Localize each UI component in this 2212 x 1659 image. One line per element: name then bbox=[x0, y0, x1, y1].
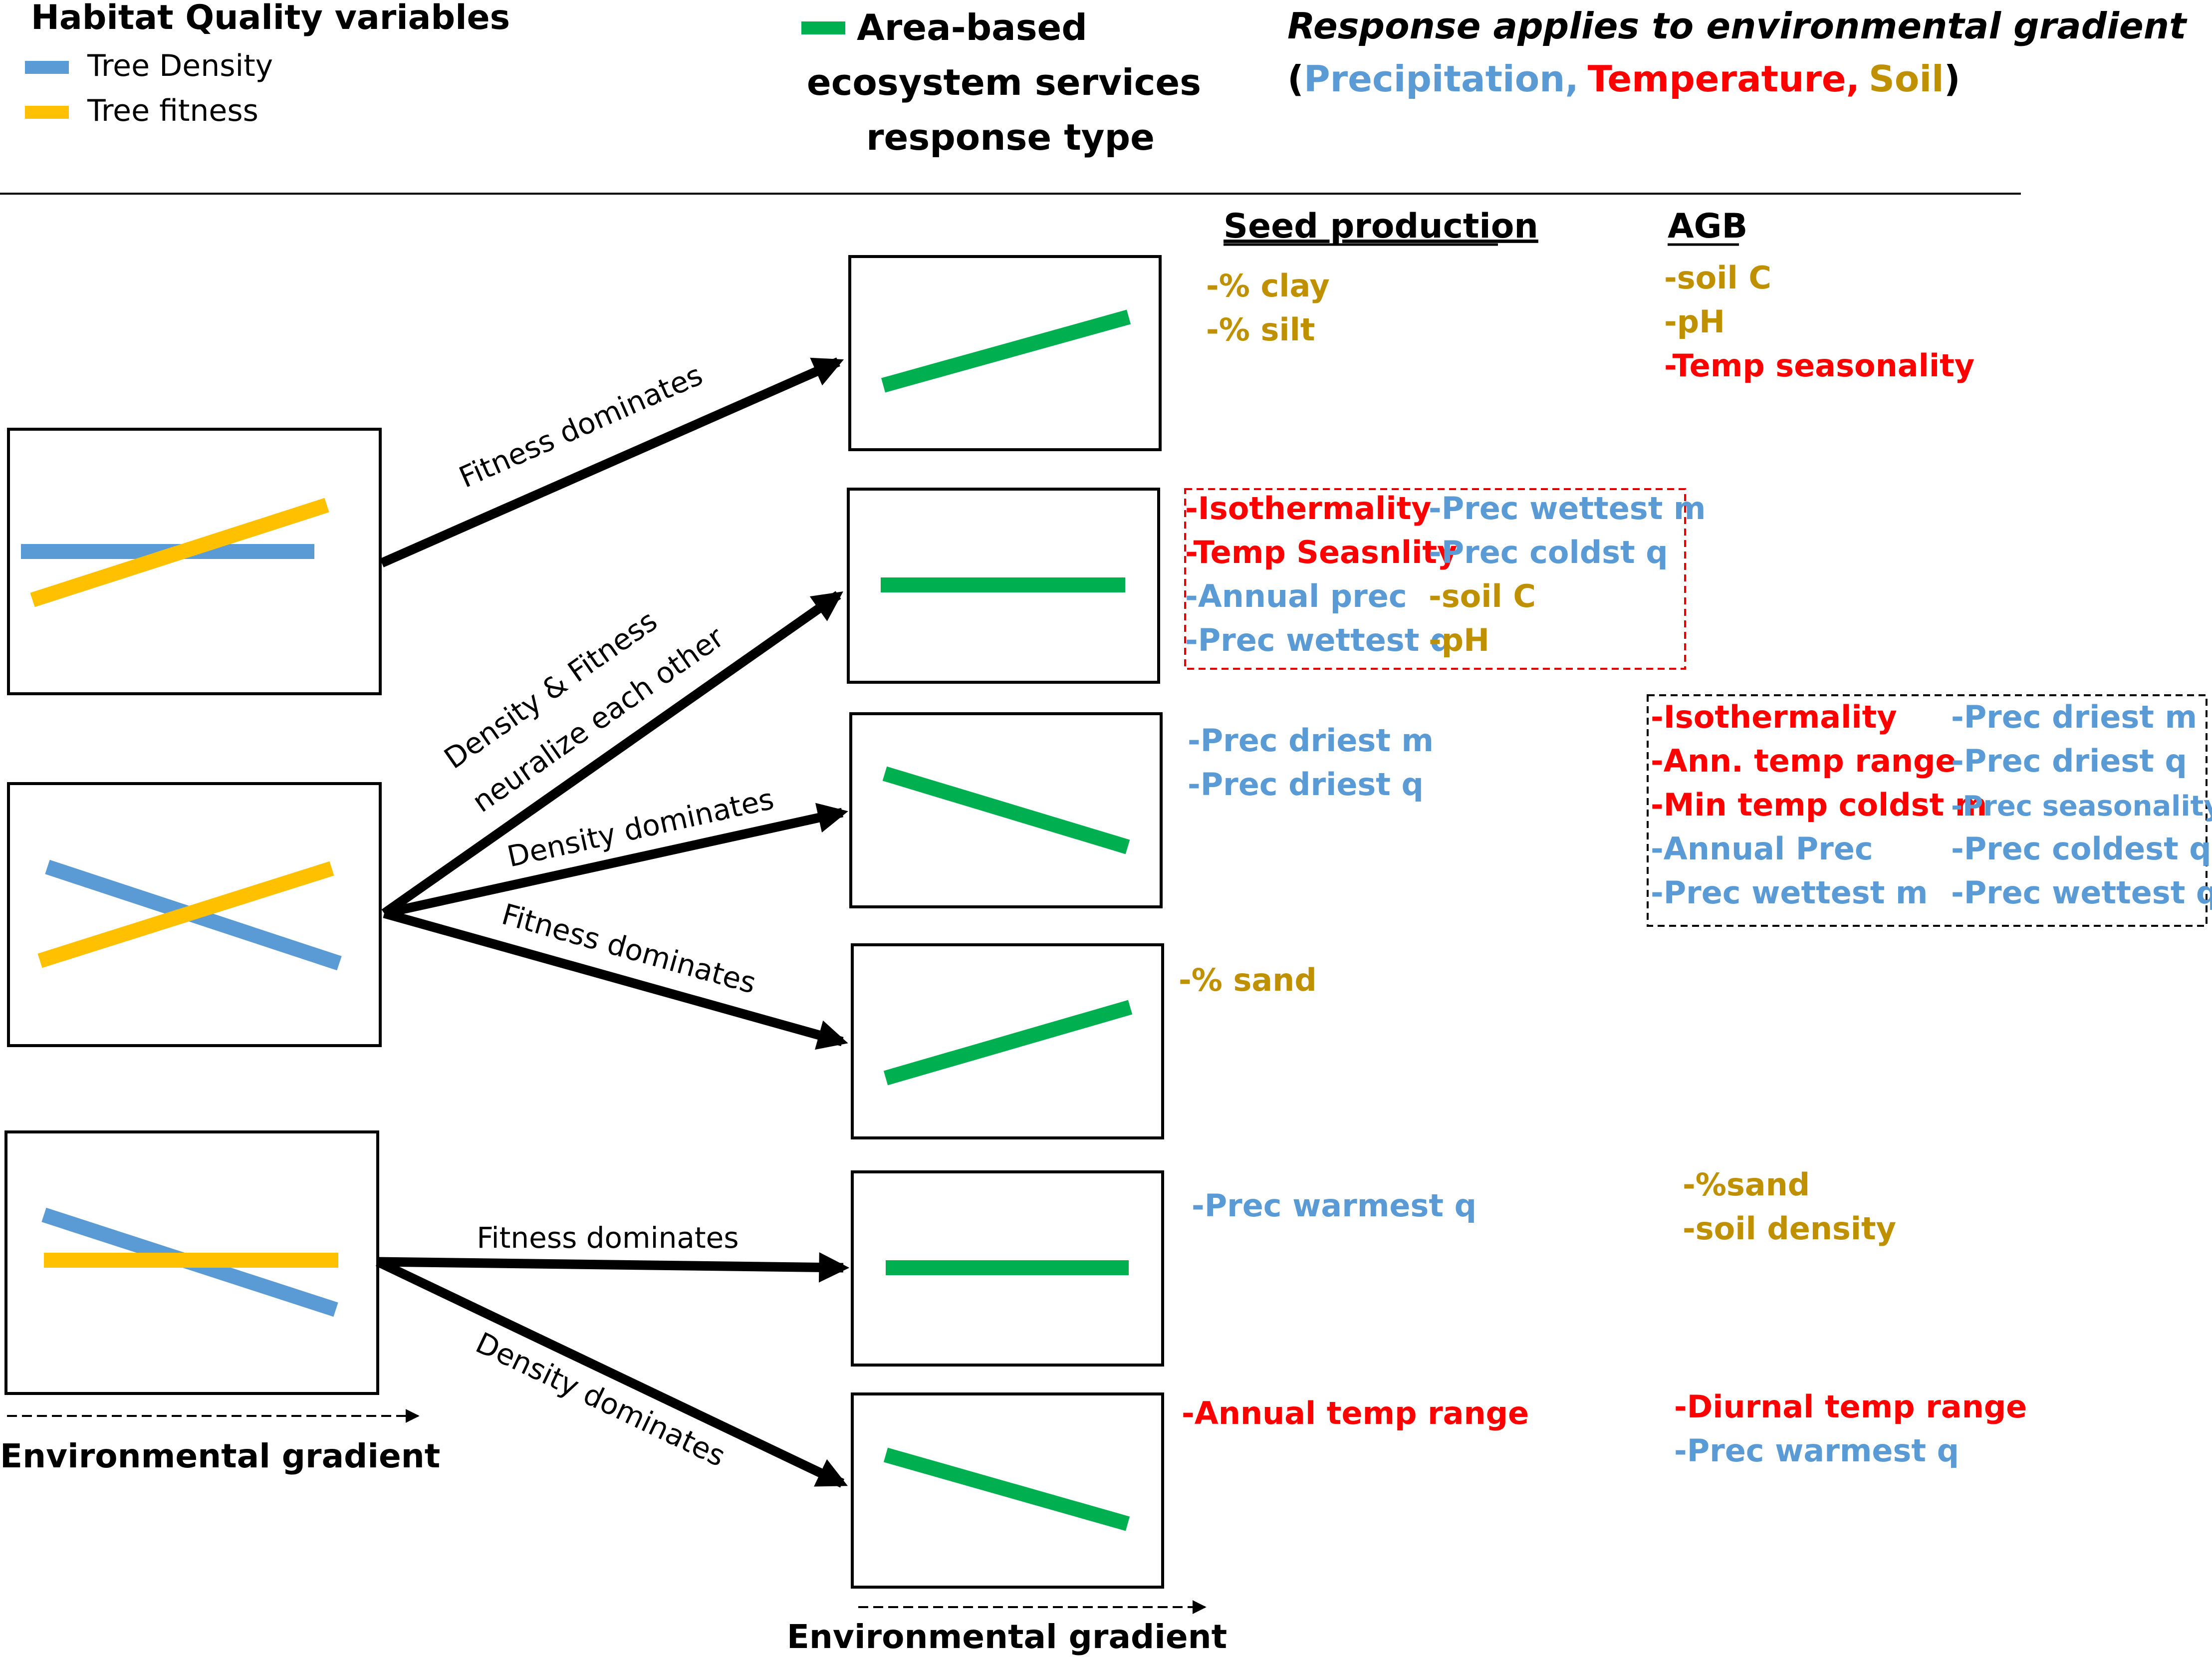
fitness-line bbox=[30, 498, 329, 607]
fitness-line bbox=[37, 861, 334, 968]
arrow-fitness-dominates-2: Fitness dominates bbox=[383, 897, 848, 1050]
agb-r3-item: -Min temp coldst m bbox=[1651, 787, 1987, 823]
left-gradient-label: Environmental gradient bbox=[0, 1437, 440, 1475]
soil-label: Soil bbox=[1869, 58, 1944, 100]
gradient-legend-title: Response applies to environmental gradie… bbox=[1287, 5, 2188, 47]
seed-r5-item: -Prec warmest q bbox=[1192, 1187, 1476, 1224]
temperature-label: Temperature, bbox=[1588, 58, 1860, 100]
seed-r2-item: -Temp Seasnlity bbox=[1185, 534, 1457, 570]
habitat-legend-title: Habitat Quality variables bbox=[31, 0, 510, 37]
habitat-box-1 bbox=[7, 428, 382, 695]
seed-r2-item: -Prec wettest m bbox=[1429, 490, 1706, 527]
agb-r6-item: -Prec warmest q bbox=[1674, 1432, 1959, 1469]
agb-r3-item: -Annual Prec bbox=[1651, 830, 1873, 867]
agb-r3-item: -Prec driest m bbox=[1951, 699, 2197, 735]
gradient-legend: Response applies to environmental gradie… bbox=[1287, 5, 2188, 100]
seed-production-header: Seed production bbox=[1224, 207, 1538, 246]
agb-r5-item: -%sand bbox=[1683, 1166, 1810, 1203]
tree-density-label: Tree Density bbox=[87, 48, 273, 83]
tree-fitness-swatch bbox=[25, 106, 69, 119]
habitat-box-2 bbox=[7, 782, 382, 1047]
seed-r4-item: -% sand bbox=[1179, 962, 1317, 998]
paren-open: ( bbox=[1287, 58, 1304, 100]
ecosystem-legend-line1: Area-based bbox=[857, 6, 1087, 48]
seed-r2-item: -Prec wettest q bbox=[1185, 622, 1452, 658]
paren-close: ) bbox=[1944, 58, 1961, 100]
agb-r3-item: -Prec wettest m bbox=[1651, 874, 1928, 911]
precipitation-label: Precipitation, bbox=[1304, 58, 1579, 100]
ecosystem-legend-line2: ecosystem services bbox=[807, 61, 1201, 103]
response-box-5 bbox=[851, 1170, 1164, 1367]
agb-r3-item: -Isothermality bbox=[1651, 699, 1897, 735]
tree-density-swatch bbox=[25, 61, 69, 74]
arrow-fitness-dominates-3: Fitness dominates bbox=[377, 1221, 850, 1283]
seed-r2-item: -Isothermality bbox=[1185, 490, 1432, 527]
svg-text:Fitness dominates: Fitness dominates bbox=[477, 1221, 738, 1255]
arrow-density-dominates-2: Density dominates bbox=[375, 1257, 848, 1488]
seed-r1-item: -% silt bbox=[1206, 311, 1315, 348]
ecosystem-legend-line3: response type bbox=[866, 116, 1155, 158]
seed-r2-item: -Prec coldst q bbox=[1429, 534, 1668, 570]
seed-r6-item: -Annual temp range bbox=[1182, 1395, 1529, 1431]
agb-r1-item: -soil C bbox=[1664, 260, 1771, 296]
agb-r1-item: -pH bbox=[1664, 303, 1725, 340]
response-box-3 bbox=[849, 712, 1163, 908]
gradient-legend-categories: (Precipitation,Temperature,Soil) bbox=[1287, 58, 1961, 100]
seed-r2-item: -Annual prec bbox=[1185, 578, 1407, 614]
agb-r3-item: -Prec seasonality bbox=[1951, 790, 2212, 823]
agb-r3-item: -Prec coldest q bbox=[1951, 830, 2212, 867]
bottom-gradient-label: Environmental gradient bbox=[787, 1618, 1227, 1656]
ecosystem-line bbox=[881, 309, 1131, 393]
habitat-legend: Habitat Quality variables Tree Density T… bbox=[25, 0, 510, 128]
ecosystem-legend: Area-based ecosystem services response t… bbox=[801, 6, 1201, 158]
response-box-4 bbox=[851, 943, 1164, 1139]
svg-text:Density dominates: Density dominates bbox=[471, 1326, 731, 1473]
ecosystem-line bbox=[883, 1447, 1130, 1531]
seed-r3-item: -Prec driest m bbox=[1188, 722, 1434, 759]
agb-r5-item: -soil density bbox=[1683, 1210, 1896, 1247]
agb-r3-item: -Prec driest q bbox=[1951, 743, 2187, 779]
habitat-box-3 bbox=[4, 1130, 379, 1395]
tree-fitness-label: Tree fitness bbox=[87, 93, 258, 128]
response-box-6 bbox=[851, 1392, 1164, 1589]
seed-r3-item: -Prec driest q bbox=[1188, 766, 1424, 803]
ecosystem-line bbox=[882, 766, 1130, 854]
agb-r3-item: -Prec wettest q bbox=[1951, 874, 2212, 911]
agb-r1-item: -Temp seasonality bbox=[1664, 347, 1974, 384]
agb-header: AGB bbox=[1668, 207, 1747, 246]
response-box-2 bbox=[847, 488, 1160, 684]
seed-r1-item: -% clay bbox=[1206, 268, 1330, 304]
agb-r3-item: -Ann. temp range bbox=[1651, 743, 1956, 779]
seed-r2-group-box bbox=[1184, 488, 1686, 670]
arrow-fitness-dominates-1: Fitness dominates bbox=[380, 357, 844, 567]
seed-r2-item: -soil C bbox=[1429, 578, 1536, 614]
ecosystem-line bbox=[883, 1000, 1133, 1086]
ecosystem-swatch bbox=[801, 21, 845, 34]
response-box-1 bbox=[848, 255, 1162, 451]
agb-r6-item: -Diurnal temp range bbox=[1674, 1388, 2027, 1425]
agb-r3-group-box bbox=[1647, 694, 2208, 927]
arrow-density-dominates-1: Density dominates bbox=[383, 782, 848, 918]
seed-r2-item: -pH bbox=[1429, 622, 1489, 658]
